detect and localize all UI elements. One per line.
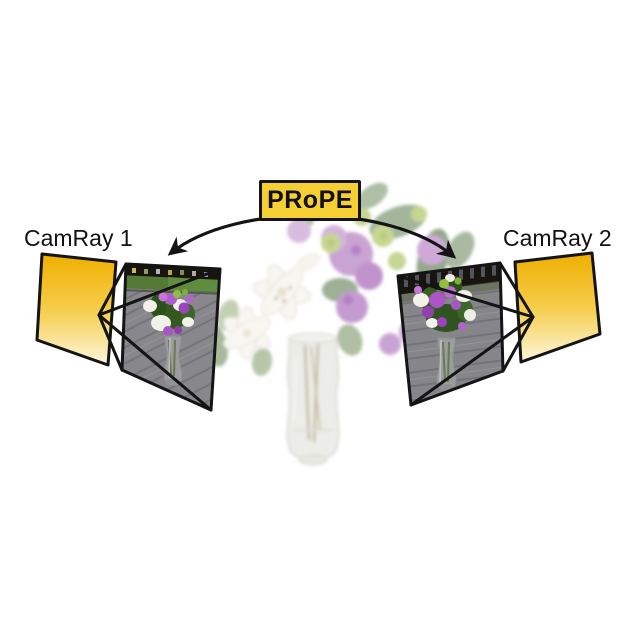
camray2-label: CamRay 2 (503, 225, 612, 251)
camera1-film-plane (35, 252, 118, 367)
camera1 (35, 252, 222, 412)
background-glass-vase (286, 332, 340, 466)
camray1-label: CamRay 1 (24, 225, 133, 251)
background-white-lily (223, 252, 321, 360)
camera2-vase (436, 337, 457, 392)
camera2-frustum (396, 261, 535, 407)
camera1-bouquet (143, 289, 195, 336)
camera2 (396, 251, 602, 407)
prope-badge: PRoPE (259, 180, 361, 221)
camera2-bouquet (413, 274, 476, 332)
camera1-frustum (97, 262, 222, 412)
